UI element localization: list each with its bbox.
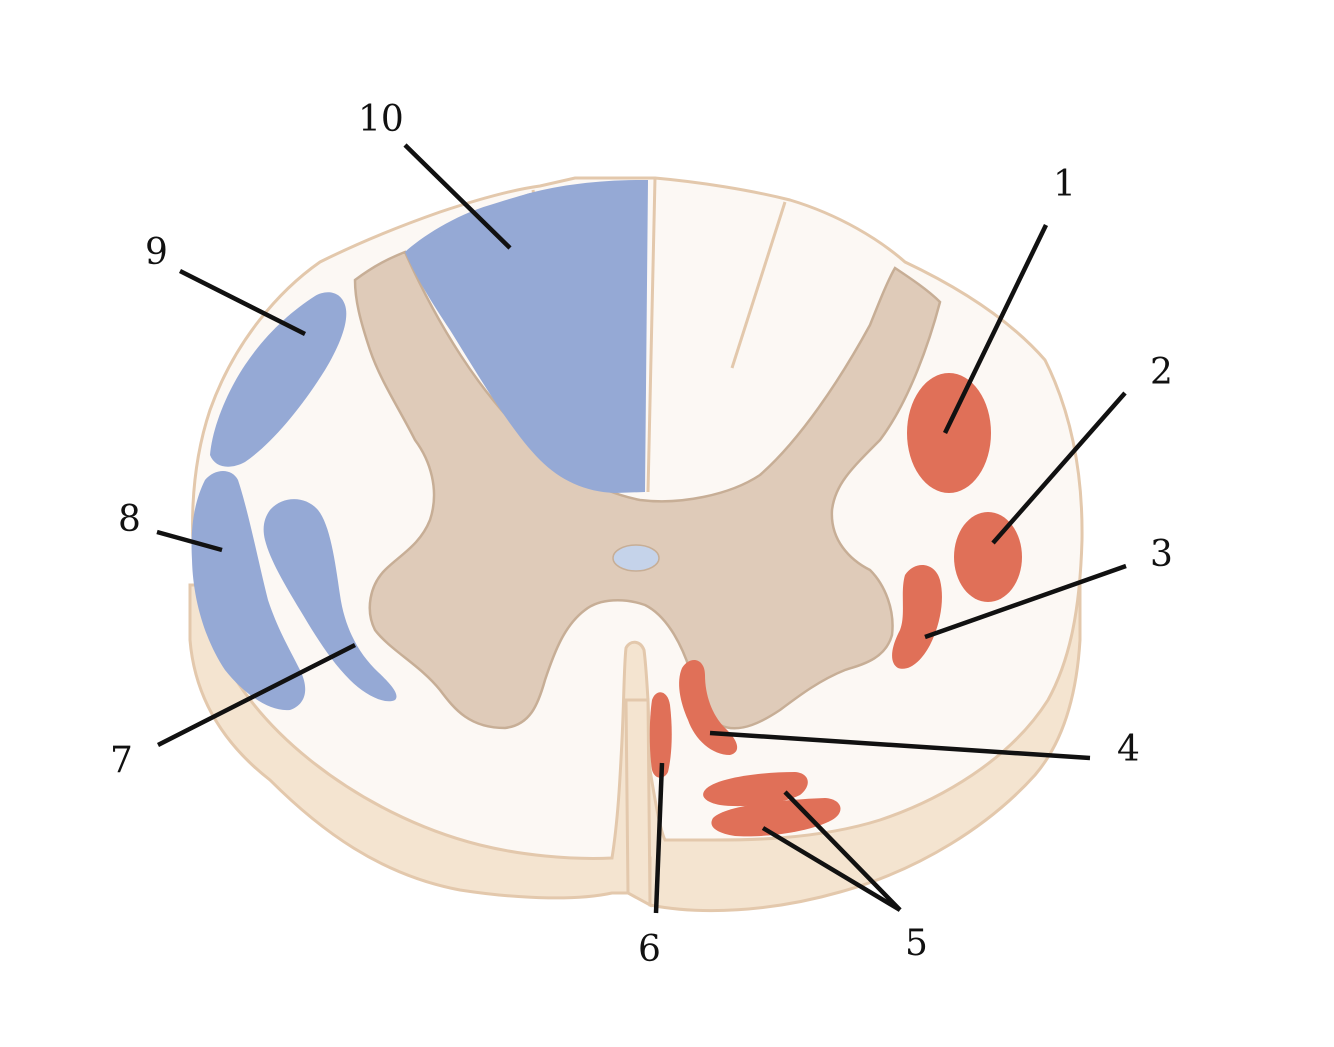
label-6: 6 [638, 929, 661, 970]
label-7: 7 [110, 740, 133, 781]
label-5: 5 [905, 923, 928, 964]
label-10: 10 [358, 99, 404, 140]
ventral-median-fissure [626, 700, 650, 905]
lateral-corticospinal-tract [907, 373, 991, 493]
label-3: 3 [1150, 534, 1173, 575]
rubrospinal-tract [954, 512, 1022, 602]
label-8: 8 [118, 499, 141, 540]
label-4: 4 [1117, 729, 1140, 770]
central-canal [613, 545, 659, 571]
label-9: 9 [145, 232, 168, 273]
label-1: 1 [1053, 164, 1076, 205]
label-2: 2 [1150, 352, 1173, 393]
